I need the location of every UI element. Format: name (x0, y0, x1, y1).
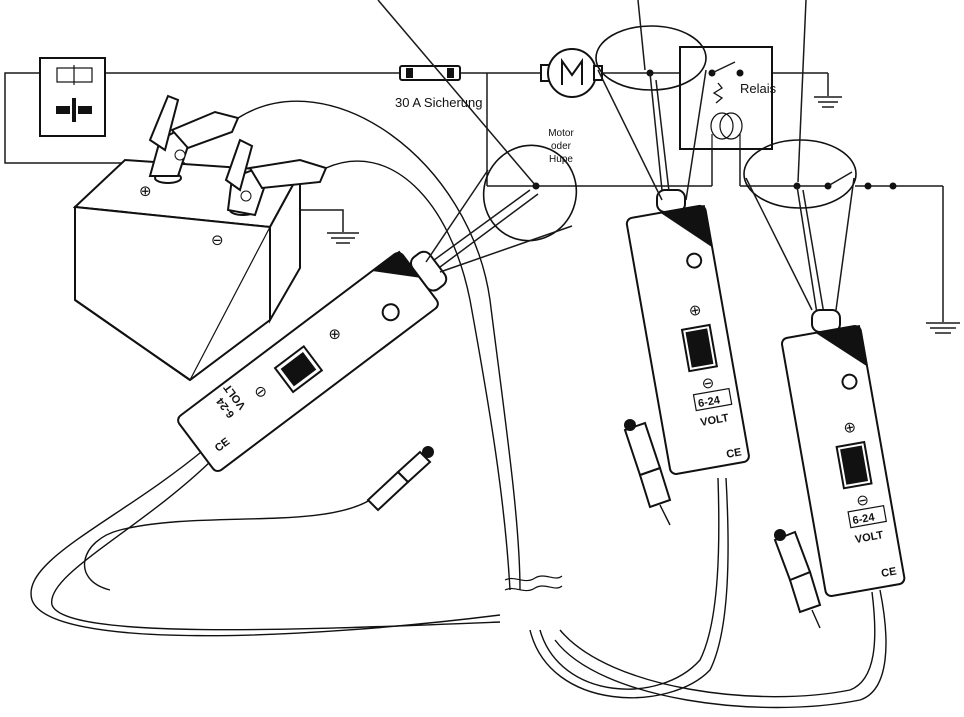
fuse-label: 30 A Sicherung (395, 95, 482, 110)
tester-right-unit: VOLT (854, 529, 884, 546)
callout-load-point (377, 0, 578, 273)
tester-cables (30, 100, 887, 709)
plug-left (366, 446, 434, 512)
battery-clamp-minus (224, 138, 328, 217)
tester-right-range: 6-24 (852, 511, 877, 527)
tester-left-plus: ⊕ (328, 325, 341, 343)
tester-right-mark: CE (880, 566, 897, 580)
tester-right-minus: ⊖ (855, 490, 871, 510)
load-label-horn: Hupe (549, 154, 573, 165)
fuse-30a (399, 65, 461, 81)
tester-middle-range: 6-24 (697, 394, 722, 410)
plug-middle (623, 419, 672, 526)
tester-middle-unit: VOLT (699, 412, 729, 429)
battery-plus-symbol: ⊕ (139, 182, 152, 200)
relay-symbol (679, 46, 773, 150)
callout-top-point (595, 0, 707, 201)
tester-middle: ⊕ ⊖ 6-24 VOLT CE (625, 72, 750, 475)
ground-symbol-battery (327, 232, 359, 244)
switch-box (39, 57, 106, 137)
motor-symbol (540, 48, 603, 98)
battery (72, 158, 302, 382)
load-label-motor: Motor (548, 128, 574, 139)
battery-minus-symbol: ⊖ (211, 231, 224, 249)
plug-right (773, 529, 822, 629)
ground-symbol-relay (814, 96, 842, 108)
tester-right: ⊕ ⊖ 6-24 VOLT CE (780, 185, 906, 597)
tester-middle-mark: CE (725, 446, 742, 460)
load-label-or: oder (551, 141, 572, 152)
tester-middle-minus: ⊖ (700, 373, 716, 393)
relay-label: Relais (740, 81, 777, 96)
switch-contacts-right (793, 171, 897, 190)
battery-clamp-plus (148, 94, 240, 177)
tester-left: ⊕ ⊖ 6-24 VOLT CE (177, 189, 539, 473)
tester-middle-plus: ⊕ (687, 300, 703, 320)
ground-symbol-right (926, 322, 960, 334)
callout-switch-point (743, 0, 857, 311)
tester-right-plus: ⊕ (842, 417, 858, 437)
